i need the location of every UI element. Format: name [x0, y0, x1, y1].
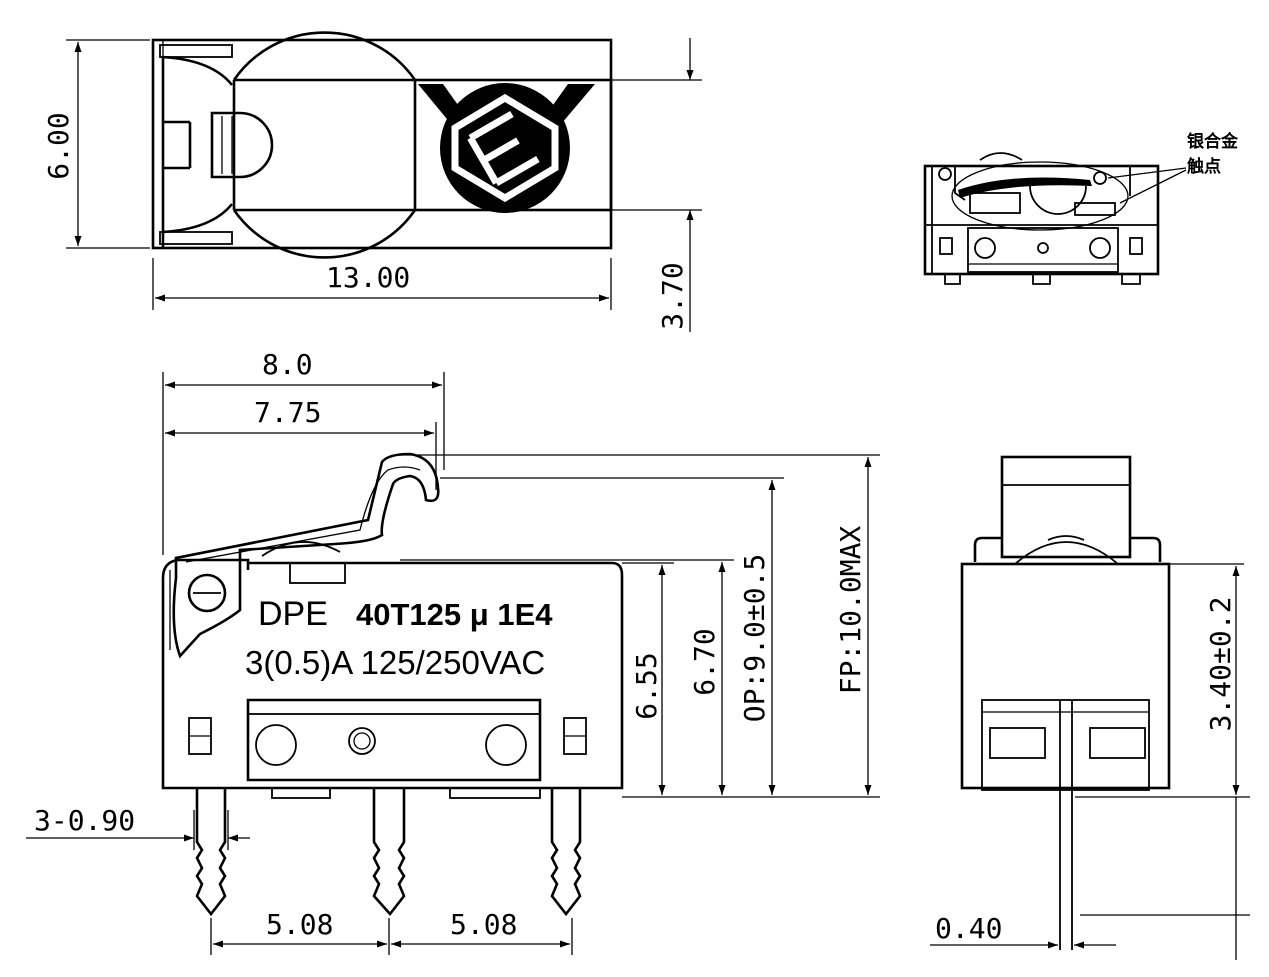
- dim-7-75: 7.75: [254, 396, 321, 429]
- end-view: 3.40±0.2 0.40: [930, 455, 1250, 960]
- dim-6-00: 6.00: [42, 112, 75, 179]
- top-view: 6.00 13.00 3.70: [42, 31, 702, 332]
- dim-pitch-2: 5.08: [450, 908, 517, 941]
- dim-fp: FP:10.0MAX: [834, 526, 867, 695]
- dim-8-0: 8.0: [262, 348, 313, 381]
- dim-terminal-width: 3-0.90: [34, 804, 135, 837]
- dim-6-55: 6.55: [630, 652, 663, 719]
- contact-label-line2: 触点: [1186, 156, 1221, 177]
- marking-rating: 3(0.5)A 125/250VAC: [245, 644, 545, 681]
- terminals: [195, 788, 582, 917]
- dim-op: OP:9.0±0.5: [738, 554, 771, 723]
- dim-pitch-1: 5.08: [266, 908, 333, 941]
- dim-3-70: 3.70: [656, 262, 689, 329]
- side-view: DPE 40T125 μ 1E4 3(0.5)A 125/250VAC 8.0 …: [26, 348, 880, 955]
- dim-13-00: 13.00: [326, 261, 410, 294]
- dim-6-70: 6.70: [688, 628, 721, 695]
- marking-model: 40T125 μ 1E4: [356, 597, 553, 632]
- contact-label-line1: 银合金: [1187, 131, 1239, 152]
- brand-logo: [418, 83, 595, 213]
- marking-prefix: DPE: [258, 595, 328, 633]
- dim-0-40: 0.40: [935, 912, 1002, 945]
- contact-detail-view: 银合金 触点: [923, 131, 1239, 285]
- dim-3-40: 3.40±0.2: [1204, 597, 1237, 732]
